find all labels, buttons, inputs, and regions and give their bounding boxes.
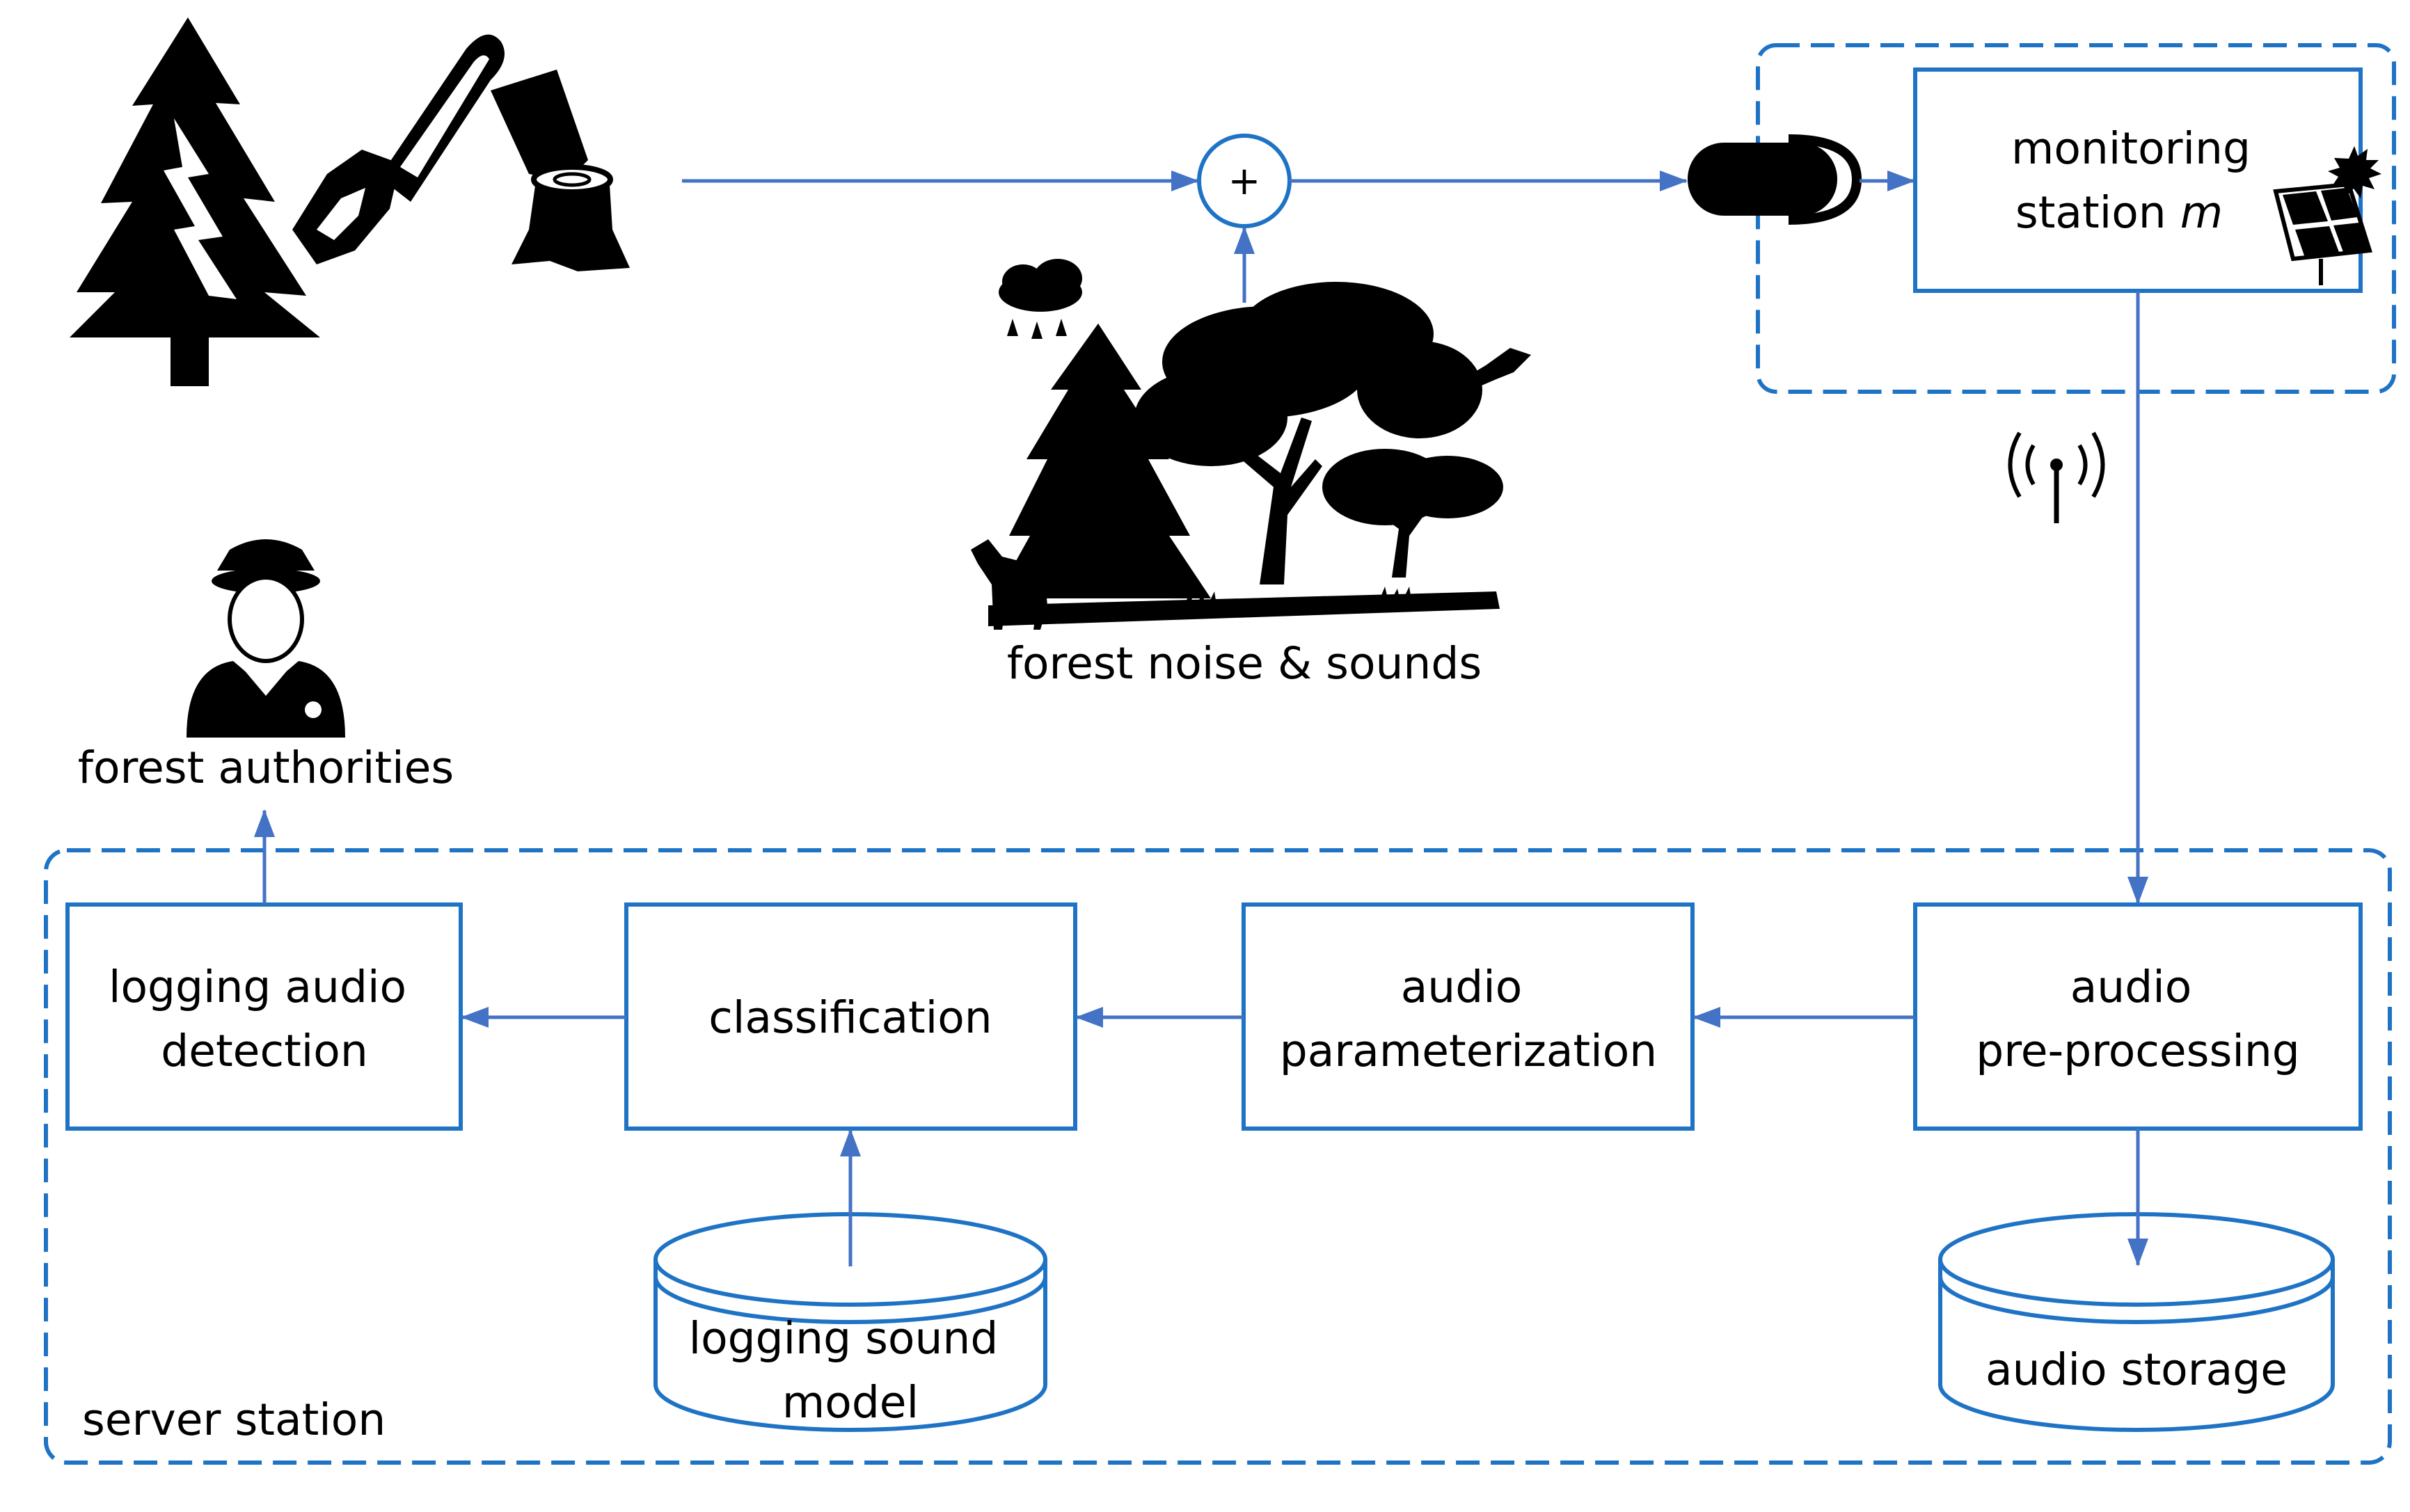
antenna-icon [2008,431,2105,523]
audio-storage-label: audio storage [1985,1344,2288,1395]
audio-preprocessing-label: audio pre-processing [1976,962,2300,1076]
police-officer-icon [187,539,345,738]
solar-panel-icon [2273,146,2381,285]
monitoring-station-group [1756,43,2396,394]
monitoring-station-var: m [2180,187,2223,238]
tree-chainsaw-stump-icon [70,17,630,386]
monitoring-station-label: monitoring station m [2011,123,2265,238]
audio-preprocessing-line2: pre-processing [1976,1026,2300,1076]
server-station-group [44,848,2392,1465]
forest-noise-label: forest noise & sounds [1007,638,1482,689]
microphone-icon [1688,134,1862,225]
logging-sound-model-line1: logging sound [689,1313,999,1364]
audio-parameterization-line1: audio [1401,962,1523,1012]
logging-sound-model-label: logging sound model [689,1313,1013,1428]
audio-parameterization-box [1242,902,1695,1131]
mixer-symbol: + [1228,159,1261,204]
logging-audio-detection-line1: logging audio [109,962,406,1012]
logging-audio-detection-box [65,902,463,1131]
audio-parameterization-line2: parameterization [1280,1026,1657,1076]
classification-label: classification [708,992,992,1043]
monitoring-station-line2: station [2015,187,2180,238]
server-station-label: server station [82,1394,386,1445]
audio-parameterization-label: audio parameterization [1280,962,1657,1076]
logging-audio-detection-line2: detection [161,1026,368,1076]
forest-scene-icon [971,259,1531,630]
forest-authorities-label: forest authorities [78,742,454,793]
connectors [254,170,2148,1266]
audio-preprocessing-line1: audio [2070,962,2192,1012]
mixer-node: + [1197,134,1292,228]
logging-audio-detection-label: logging audio detection [109,962,420,1076]
logging-sound-model-line2: model [782,1377,919,1428]
audio-preprocessing-box [1913,902,2363,1131]
monitoring-station-line1: monitoring [2011,123,2251,174]
